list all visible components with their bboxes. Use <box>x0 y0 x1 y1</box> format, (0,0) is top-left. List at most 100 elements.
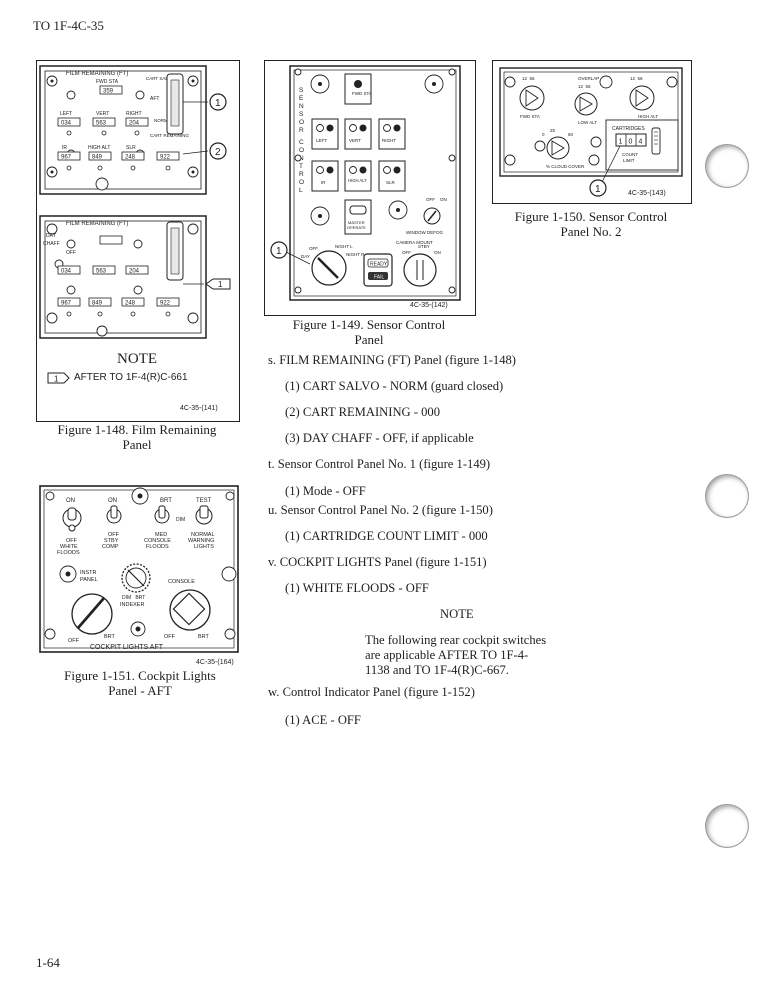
fig150-code: 4C-35-(143) <box>628 190 666 197</box>
counter-digit: 4 <box>639 139 643 146</box>
step-t: t. Sensor Control Panel No. 1 (figure 1-… <box>268 457 491 471</box>
high-alt-knob[interactable] <box>629 85 655 111</box>
mount-on-label: ON <box>434 250 441 255</box>
warning-lights-label-3: LIGHTS <box>194 544 214 550</box>
step-s-item-3: (3) DAY CHAFF - OFF, if applicable <box>285 431 474 445</box>
fwd-sta-knob[interactable] <box>519 85 545 111</box>
counter-text: 967 <box>61 155 72 161</box>
count-limit-counter[interactable]: 1 0 4 <box>615 133 647 147</box>
stby-comp-label-3: COMP <box>102 544 119 550</box>
step-s-item-1: (1) CART SALVO - NORM (guard closed) <box>285 379 504 393</box>
count-limit-label-line1: COUNT <box>622 152 638 157</box>
cloud-scale-0: 0 <box>542 132 545 137</box>
note-marker-number: 1 <box>54 375 59 384</box>
callout-1 <box>209 93 227 111</box>
cart-salvo-label: CART SALVO <box>146 76 175 81</box>
figure-1-150-frame <box>492 60 692 204</box>
indexer-knob[interactable] <box>121 563 151 593</box>
binder-hole <box>706 805 748 847</box>
step-w: w. Control Indicator Panel (figure 1-152… <box>268 685 475 699</box>
mode-off-label: OFF <box>309 246 318 251</box>
overlap-label: OVERLAP <box>578 76 599 81</box>
console-floods-label-2: CONSOLE <box>144 538 171 544</box>
master-operate-label-2: OPERATE <box>347 225 366 230</box>
fig149-caption-line1: Figure 1-149. Sensor Control <box>292 317 446 332</box>
cart-remaining-label: CART REMAINING <box>150 133 189 138</box>
ready-label: READY <box>370 262 388 268</box>
mount-stby-label: STBY <box>418 244 430 249</box>
cockpit-lights-panel-aft: ON ON BRT TEST DIM OFF WHITE FLOODS OFF … <box>39 485 239 653</box>
low-alt-knob[interactable] <box>574 92 598 116</box>
binder-hole <box>706 475 748 517</box>
warning-lights-switch[interactable] <box>195 505 213 525</box>
fig148-caption-line2: Panel <box>122 437 152 452</box>
warning-lights-label-2: WARNING <box>188 538 214 544</box>
fail-label: FAIL <box>374 275 385 281</box>
master-operate-button[interactable]: MASTER OPERATE <box>344 199 372 235</box>
stby-comp-label-1: OFF <box>108 532 120 538</box>
fig151-caption-line1: Figure 1-151. Cockpit Lights <box>64 668 216 683</box>
counter-text: 248 <box>125 301 136 307</box>
ir-button[interactable]: IR <box>311 160 339 192</box>
high-alt-scale: 12 56 <box>630 76 643 81</box>
ir-label: IR <box>62 145 67 151</box>
callout-1-label: 1 <box>215 98 221 109</box>
right-button[interactable]: RIGHT <box>378 118 406 150</box>
fig149-code: 4C-35-(142) <box>410 302 448 309</box>
fig148-note-title: NOTE <box>117 351 157 367</box>
stby-comp-label-2: STBY <box>104 538 119 544</box>
note-marker-arrow: 1 <box>47 372 70 384</box>
master-operate-label: MASTER <box>348 220 365 225</box>
count-limit-label-line2: LIMIT <box>623 158 635 163</box>
fig151-caption-line2: Panel - AFT <box>108 683 172 698</box>
indexer-dim-brt: DIM BRT <box>122 595 145 601</box>
console-floods-label-1: MED <box>155 532 167 538</box>
warning-lights-label-1: NORMAL <box>191 532 215 538</box>
cloud-cover-label: % CLOUD COVER <box>546 164 585 169</box>
high-alt-button[interactable]: HIGH ALT <box>344 160 372 192</box>
console-knob[interactable] <box>169 589 211 631</box>
counter-text: 849 <box>92 155 103 161</box>
defog-on-label: ON <box>440 197 447 202</box>
white-floods-switch[interactable] <box>62 507 82 532</box>
console-label: CONSOLE <box>168 579 195 585</box>
page-number: 1-64 <box>36 955 60 970</box>
stby-comp-switch[interactable] <box>106 505 122 524</box>
instr-panel-knob[interactable] <box>71 593 113 635</box>
fig148-code: 4C-35-(141) <box>180 405 218 412</box>
film-title: FILM REMAINING (FT) <box>66 71 128 77</box>
off-label-1: OFF <box>68 638 80 644</box>
cloud-scale: 25 <box>550 128 556 133</box>
counter-text: 849 <box>92 301 103 307</box>
camera-mount-knob[interactable] <box>403 253 437 287</box>
mode-selector-knob[interactable] <box>311 250 347 286</box>
vert-button[interactable]: VERT <box>344 118 372 150</box>
day-label: DAY <box>46 233 57 239</box>
button-label: SLR <box>386 180 396 185</box>
counter-text: 204 <box>129 121 140 127</box>
note-line-2: are applicable AFTER TO 1F-4- <box>365 648 529 662</box>
low-alt-scale: 12 56 <box>578 84 591 89</box>
counter-text: 359 <box>103 89 114 95</box>
fig148-note-text: AFTER TO 1F-4(R)C-661 <box>74 372 188 383</box>
callout-1-label: 1 <box>276 246 282 257</box>
callout-1 <box>589 179 607 197</box>
instr-panel-label-1: INSTR <box>80 570 97 576</box>
slr-button[interactable]: SLR <box>378 160 406 192</box>
right-label: RIGHT <box>126 111 142 117</box>
sensor-control-panel-2: 12 56 FWD STA OVERLAP 12 56 LOW ALT 12 5… <box>499 67 683 197</box>
mount-off-label: OFF <box>402 250 411 255</box>
note-body: The following rear cockpit switches are … <box>365 633 546 678</box>
cloud-cover-knob[interactable] <box>546 136 570 160</box>
console-floods-label-3: FLOODS <box>146 544 169 550</box>
film-title-bottom: FILM REMAINING (FT) <box>66 221 128 227</box>
film-remaining-panel-top: FILM REMAINING (FT) FWD STA 359 CART SAL… <box>39 65 227 195</box>
window-defog-switch[interactable] <box>423 207 441 225</box>
left-button[interactable]: LEFT <box>311 118 339 150</box>
console-floods-switch[interactable] <box>154 505 170 524</box>
fwd-sta-button[interactable]: FWD STA <box>344 73 372 105</box>
high-alt-label: HIGH ALT <box>638 114 658 119</box>
brt-label-1: BRT <box>104 634 116 640</box>
fig151-caption: Figure 1-151. Cockpit Lights Panel - AFT <box>38 668 242 698</box>
counter-digit: 1 <box>619 139 623 146</box>
